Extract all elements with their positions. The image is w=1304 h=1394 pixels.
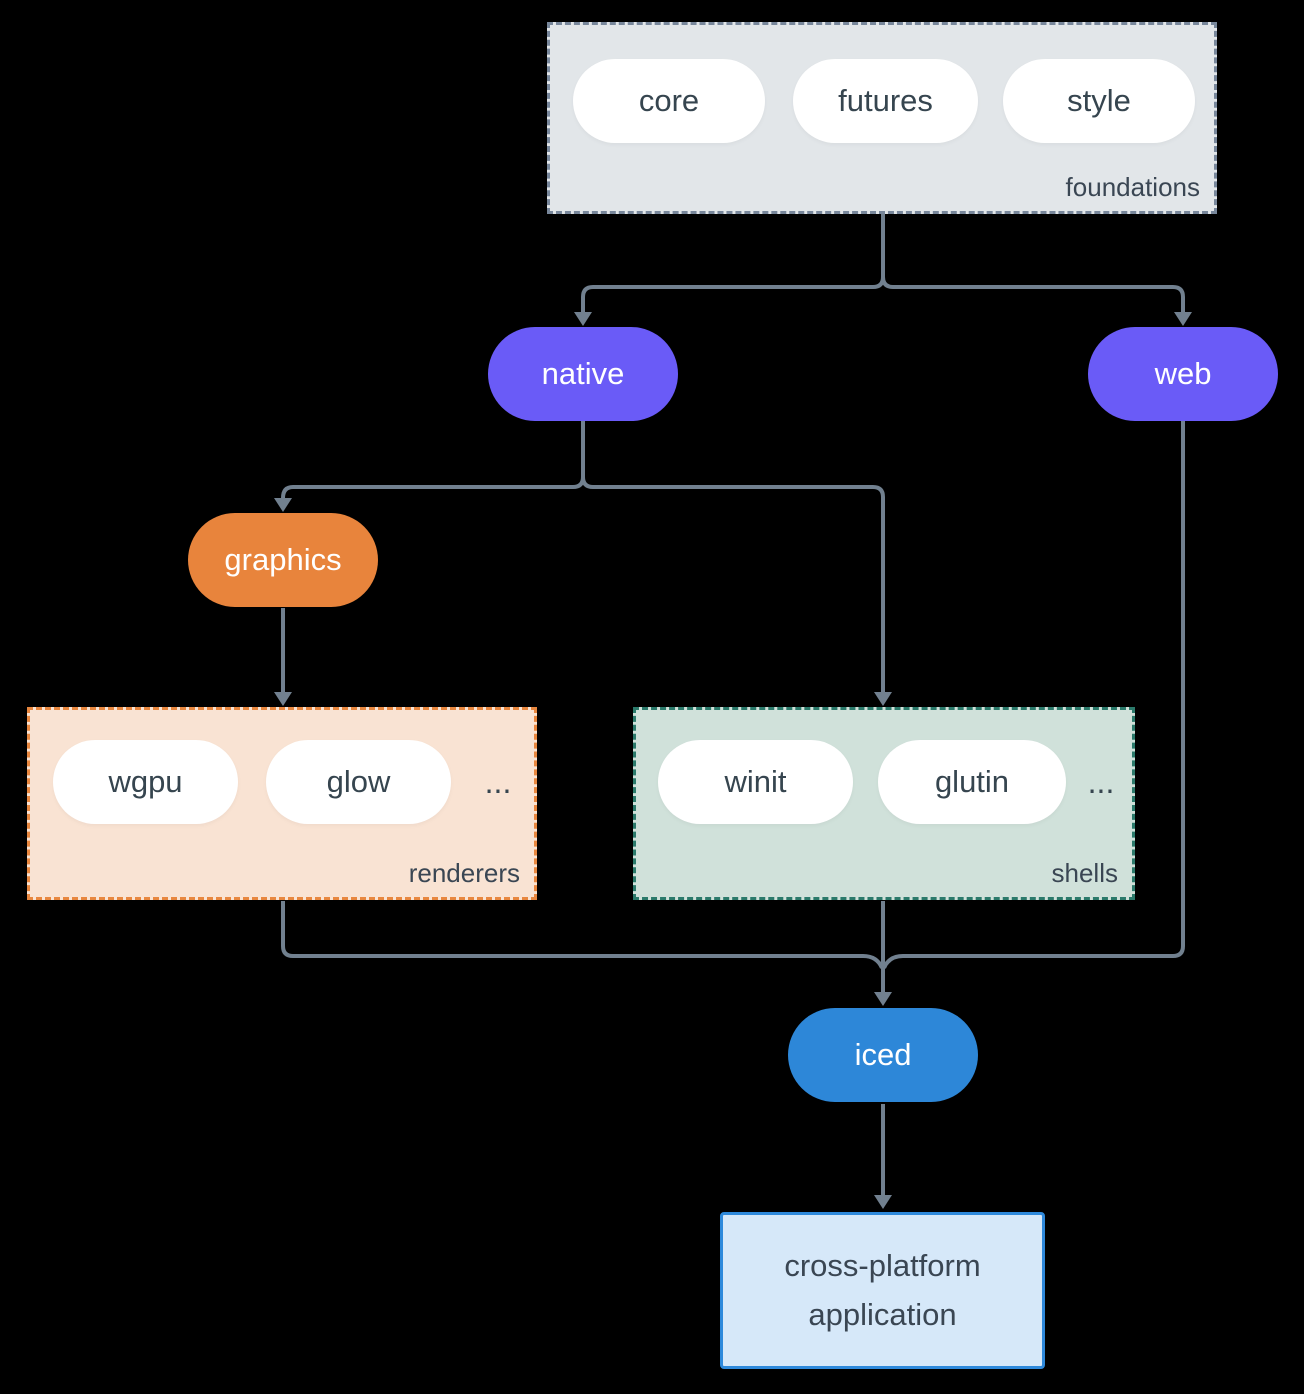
node-web: web xyxy=(1088,327,1278,421)
arrowhead-web xyxy=(1174,312,1192,326)
crate-style-label: style xyxy=(1067,83,1131,118)
crate-glow: glow xyxy=(266,740,451,824)
renderers-group-label: renderers xyxy=(408,858,520,888)
crate-core-label: core xyxy=(638,83,700,118)
node-native: native xyxy=(488,327,678,421)
crate-futures-label: futures xyxy=(838,83,933,118)
node-iced: iced xyxy=(788,1008,978,1102)
crate-glutin: glutin xyxy=(878,740,1066,824)
arrowhead-app xyxy=(874,1195,892,1209)
edge-foundations-web xyxy=(881,276,1185,312)
arrowhead-graphics xyxy=(274,498,292,512)
arrowhead-iced xyxy=(874,992,892,1006)
edge-renderers-merge xyxy=(281,901,884,969)
shells-group: winit glutin ... shells xyxy=(633,707,1135,900)
crate-glutin-label: glutin xyxy=(934,764,1010,799)
node-graphics-label: graphics xyxy=(224,542,342,577)
node-iced-label: iced xyxy=(854,1037,912,1072)
crate-core: core xyxy=(573,59,765,143)
arrowhead-native xyxy=(574,312,592,326)
node-web-label: web xyxy=(1154,356,1212,391)
crate-winit-label: winit xyxy=(724,764,787,799)
crate-style: style xyxy=(1003,59,1195,143)
crate-futures: futures xyxy=(793,59,978,143)
cross-platform-application-label: cross-platform application xyxy=(784,1248,981,1332)
foundations-group: core futures style foundations xyxy=(547,22,1217,214)
edge-native-shells xyxy=(581,476,885,692)
cross-platform-application-box: cross-platform application xyxy=(720,1212,1045,1369)
crate-wgpu-label: wgpu xyxy=(108,764,183,799)
shells-ellipsis: ... xyxy=(1087,764,1115,800)
node-graphics: graphics xyxy=(188,513,378,607)
renderers-group: wgpu glow ... renderers xyxy=(27,707,537,900)
edge-native-graphics xyxy=(281,476,585,499)
crate-wgpu: wgpu xyxy=(53,740,238,824)
shells-group-label: shells xyxy=(1051,858,1118,888)
arrowhead-shells xyxy=(874,692,892,706)
foundations-group-label: foundations xyxy=(1065,172,1200,202)
arrowhead-renderers xyxy=(274,692,292,706)
crate-winit: winit xyxy=(658,740,853,824)
edge-foundations-native xyxy=(581,276,885,312)
node-native-label: native xyxy=(541,356,625,391)
edge-web-merge xyxy=(882,421,1185,969)
crate-glow-label: glow xyxy=(326,764,391,799)
renderers-ellipsis: ... xyxy=(484,764,512,800)
